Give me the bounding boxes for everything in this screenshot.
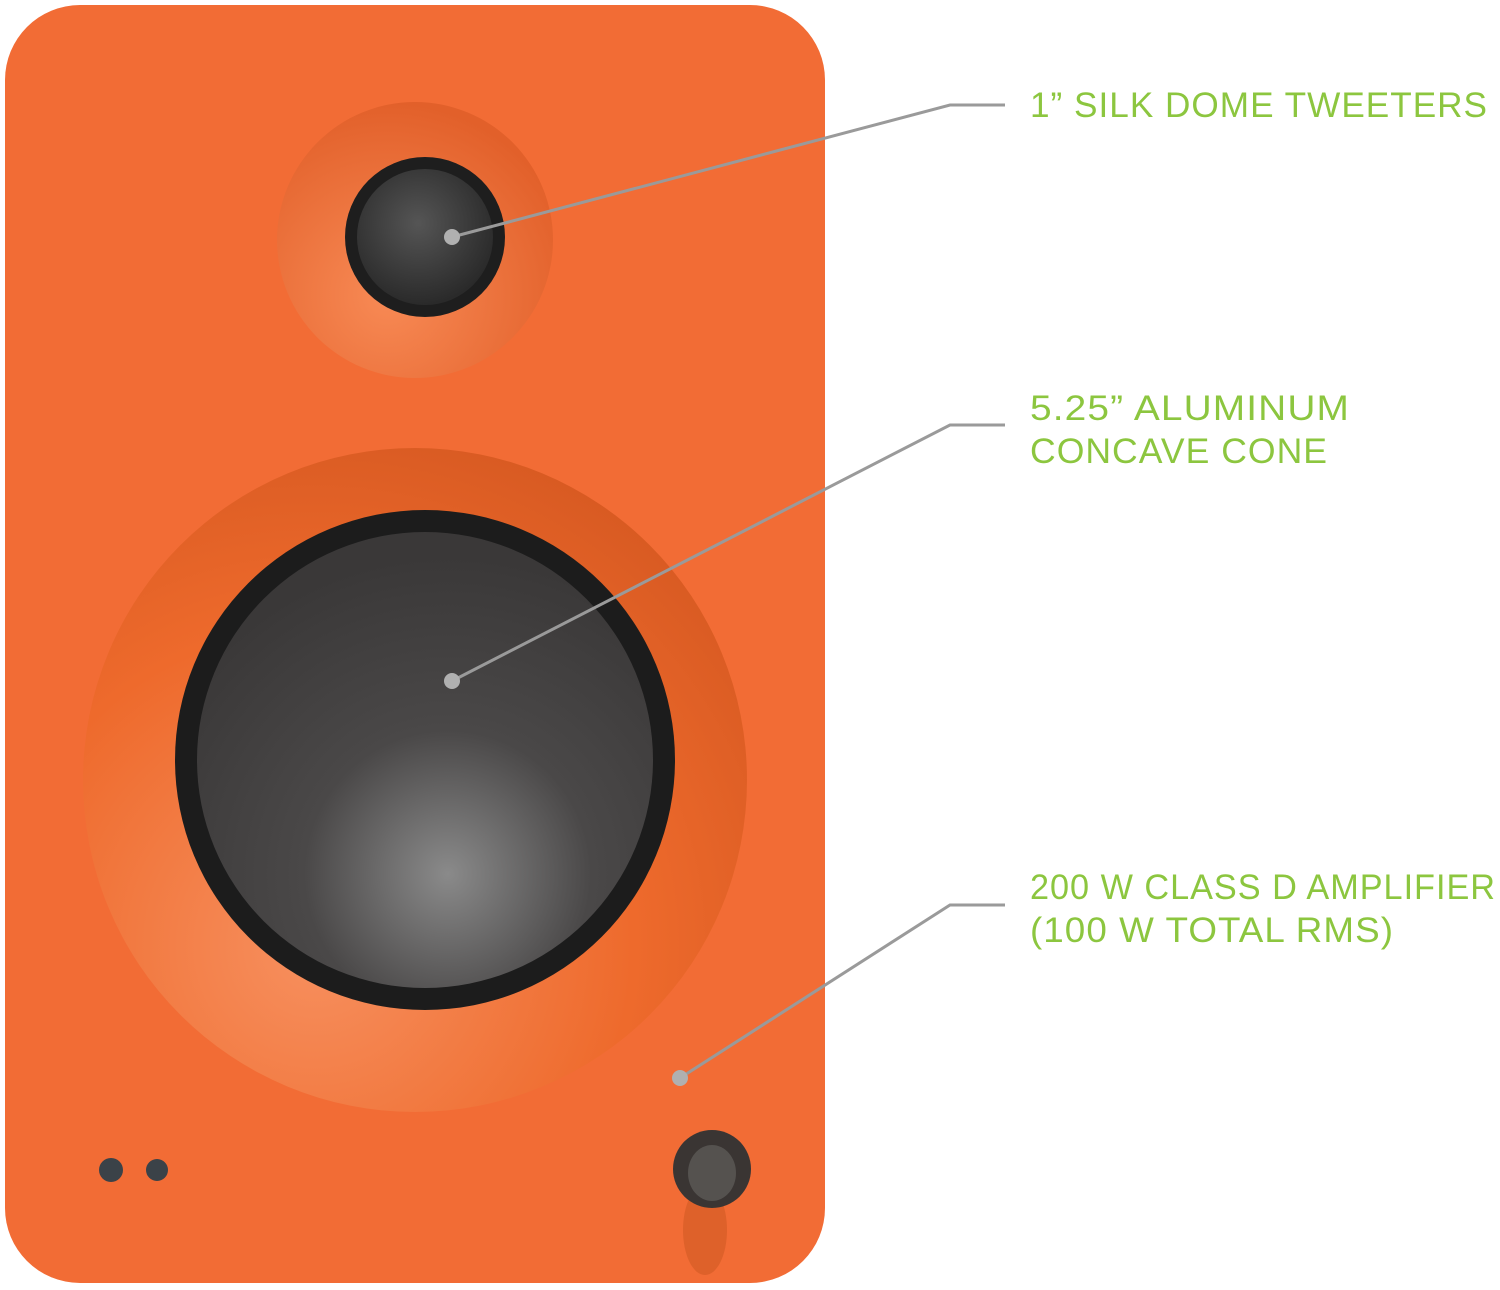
amplifier-callout-dot (672, 1070, 688, 1086)
woofer-label-line-1: 5.25” ALUMINUM (1030, 389, 1350, 428)
tweeter-label: 1” SILK DOME TWEETERS (1030, 86, 1488, 125)
amplifier-leader-line (679, 903, 1005, 1080)
woofer (83, 448, 747, 1112)
amplifier-label-line-1: 200 W CLASS D AMPLIFIER (1030, 868, 1496, 907)
woofer-leader-line (451, 423, 1005, 683)
woofer-callout-dot (444, 673, 460, 689)
tweeter-callout-dot (444, 229, 460, 245)
power-volume-knob-icon[interactable] (673, 1130, 751, 1275)
amplifier-label-line-2: (100 W TOTAL RMS) (1030, 911, 1394, 950)
tweeter (277, 102, 553, 378)
led-indicator-icon (146, 1159, 168, 1181)
tweeter-leader-line (451, 103, 1005, 239)
woofer-label-line-2: CONCAVE CONE (1030, 432, 1328, 471)
input-jack-icon[interactable] (99, 1158, 123, 1182)
